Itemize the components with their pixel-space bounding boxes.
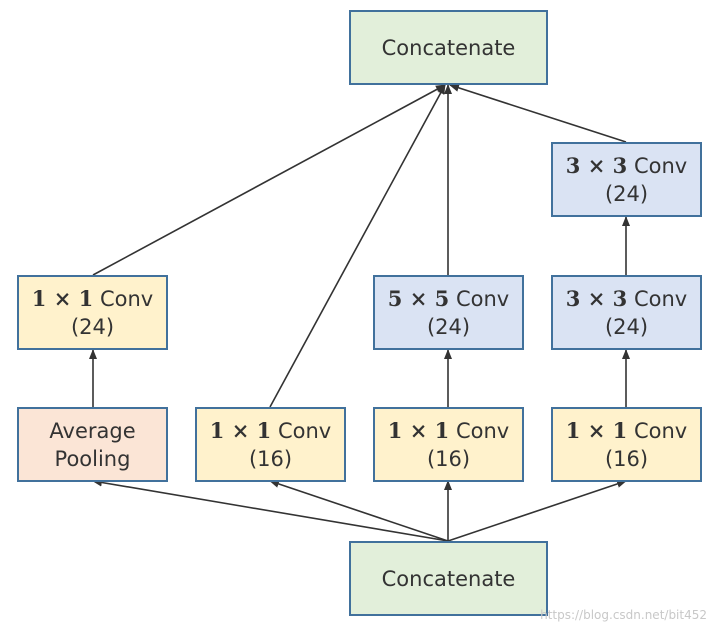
branch2-conv1x1-channels: (16) [248,446,293,471]
branch1-conv1x1-channels: (24) [70,314,115,339]
branch4-conv3x3-first-op: Conv [633,286,688,311]
arrow-branch1-to-top [92,84,446,276]
branch3-conv5x5-channels: (24) [426,314,471,339]
branch4-conv3x3-first-channels: (24) [604,314,649,339]
bottom-concatenate-label: Concatenate [381,566,516,591]
branch1-conv1x1-dims: 1 × 1 [31,285,94,311]
branch3-reduce1x1-node: 1 × 1 Conv (16) [373,407,524,482]
branch4-reduce1x1-channels: (16) [604,446,649,471]
top-concatenate-label: Concatenate [381,35,516,60]
branch4-reduce1x1-op: Conv [633,418,688,443]
branch4-conv3x3-first-dims: 3 × 3 [565,285,628,311]
average-pooling-node: Average Pooling [17,407,168,482]
branch4-conv3x3-second-dims: 3 × 3 [565,152,628,178]
branch4-conv3x3-second-op: Conv [633,153,688,178]
arrow-concat-to-pool [92,478,449,542]
branch4-conv3x3-first-node: 3 × 3 Conv (24) [551,275,702,350]
branch4-conv3x3-second-channels: (24) [604,181,649,206]
branch4-reduce1x1-node: 1 × 1 Conv (16) [551,407,702,482]
watermark-text: https://blog.csdn.net/bit452 [540,608,707,622]
arrow-concat-to-branch4 [447,480,627,542]
branch3-conv5x5-node: 5 × 5 Conv (24) [373,275,524,350]
branch3-reduce1x1-dims: 1 × 1 [387,417,450,443]
arrow-branch2-to-top [269,84,446,408]
top-concatenate-node: Concatenate [349,10,548,85]
bottom-concatenate-node: Concatenate [349,541,548,616]
branch1-conv1x1-node: 1 × 1 Conv (24) [17,275,168,350]
branch3-conv5x5-op: Conv [455,286,510,311]
branch2-conv1x1-node: 1 × 1 Conv (16) [195,407,346,482]
average-pooling-label-line2: Pooling [54,446,131,471]
branch1-conv1x1-op: Conv [99,286,154,311]
average-pooling-label-line1: Average [49,418,136,443]
branch2-conv1x1-dims: 1 × 1 [209,417,272,443]
branch3-reduce1x1-op: Conv [455,418,510,443]
arrow-branch4-to-top [449,83,627,143]
arrow-concat-to-branch2 [269,480,449,542]
branch4-reduce1x1-dims: 1 × 1 [565,417,628,443]
branch3-conv5x5-dims: 5 × 5 [387,285,450,311]
branch3-reduce1x1-channels: (16) [426,446,471,471]
branch4-conv3x3-second-node: 3 × 3 Conv (24) [551,142,702,217]
branch2-conv1x1-op: Conv [277,418,332,443]
